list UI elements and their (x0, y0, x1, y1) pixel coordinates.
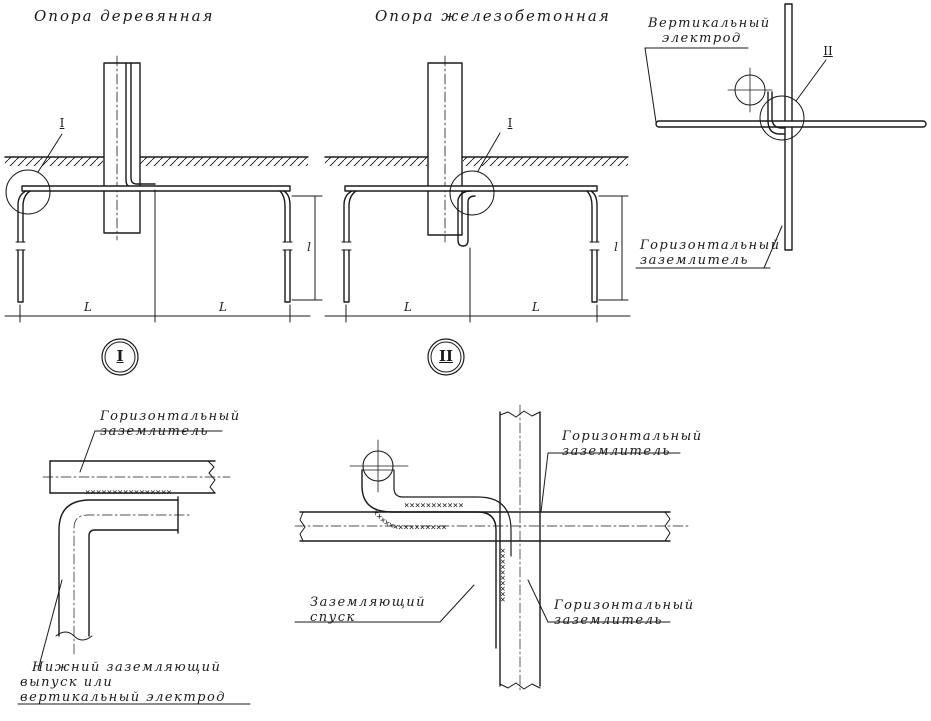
label-line: спуск (310, 610, 356, 625)
label-line: Заземляющий (310, 595, 426, 610)
left-electrode (343, 190, 353, 243)
depth-dimension-label: l (307, 240, 311, 254)
detail-1-callout-circle (5, 169, 51, 215)
grounding-descent (457, 190, 476, 247)
label-line: выпуск или (20, 675, 114, 690)
weld-seam: ×××××××××× (497, 548, 507, 602)
concrete-pole-title: Опора железобетонная (375, 7, 611, 25)
detail-1-marker-label: I (116, 347, 124, 365)
vertical-electrode-label: Вертикальный электрод (648, 16, 771, 46)
label-line: заземлитель (554, 613, 663, 628)
span-dimension-label: L (219, 300, 227, 314)
right-electrode (284, 249, 291, 303)
horizontal-grounding-label: Горизонтальный заземлитель (640, 238, 781, 268)
wooden-pole-title: Опора деревянная (34, 7, 215, 25)
concrete-pole-diagram (324, 55, 631, 323)
label-line: Вертикальный (648, 16, 771, 31)
callout-1-tag: I (507, 116, 513, 130)
wooden-pole (103, 62, 141, 234)
left-electrode (348, 190, 357, 243)
grounding-descent-label: Заземляющий спуск (310, 595, 426, 625)
label-line: Горизонтальный (640, 238, 781, 253)
plan-view-diagram (635, 3, 927, 269)
span-dimension-label: L (84, 300, 92, 314)
right-electrode (283, 190, 291, 243)
horizontal-grounding-label: Горизонтальный заземлитель (554, 598, 695, 628)
callout-2-tag: II (823, 44, 833, 58)
callout-1-tag: I (59, 116, 65, 130)
ground-hatch (5, 157, 103, 166)
label-line: заземлитель (640, 253, 749, 268)
right-electrode (279, 190, 286, 243)
label-line: Нижний заземляющий (32, 660, 222, 675)
outlet-conductor (58, 499, 179, 637)
label-line: вертикальный электрод (20, 690, 227, 705)
detail-1-diagram: ×××××××××××××××× (17, 338, 251, 705)
left-electrode (17, 190, 27, 243)
detail-1-marker (101, 338, 139, 376)
detail-2-marker-label: II (438, 347, 454, 365)
horizontal-grounding-label: Горизонтальный заземлитель (100, 409, 241, 439)
outlet-conductor (88, 529, 179, 637)
label-line: Горизонтальный (100, 409, 241, 424)
wooden-pole-diagram (4, 55, 323, 323)
lower-outlet-label: Нижний заземляющий выпуск или вертикальн… (20, 660, 226, 705)
grounding-descent (130, 62, 156, 185)
horizontal-conductor (344, 185, 598, 192)
ground-hatch (463, 157, 628, 166)
weld-seam: ××××××××××× (404, 501, 464, 511)
label-line: Горизонтальный (562, 429, 703, 444)
ground-hatch (140, 157, 308, 166)
detail-2-marker (427, 338, 465, 376)
depth-dimension-label: l (614, 240, 618, 254)
horizontal-conductor (655, 120, 927, 128)
label-line: электрод (662, 31, 742, 46)
label-line: заземлитель (100, 424, 209, 439)
grounding-descent (771, 91, 786, 129)
span-dimension-label: L (532, 300, 540, 314)
detail-2-diagram: ××××××××××××××× ××××××××××× ×××××××××× (294, 338, 691, 693)
left-electrode (17, 249, 24, 303)
weld-seam: ×××××××××××××××× (85, 488, 172, 498)
horizontal-conductor (21, 185, 291, 192)
detail-1-callout-circle (449, 170, 495, 216)
left-electrode (22, 190, 31, 243)
right-electrode (591, 249, 598, 303)
span-dimension-label: L (404, 300, 412, 314)
grounding-descent (767, 91, 786, 135)
ground-hatch (325, 157, 427, 166)
horizontal-grounding-label: Горизонтальный заземлитель (562, 429, 703, 459)
right-electrode (586, 190, 593, 243)
detail-2-callout-circle (759, 95, 805, 141)
grounding-descent (361, 469, 497, 649)
left-electrode (343, 249, 350, 303)
label-line: заземлитель (562, 444, 671, 459)
label-line: Горизонтальный (554, 598, 695, 613)
right-electrode (590, 190, 598, 243)
